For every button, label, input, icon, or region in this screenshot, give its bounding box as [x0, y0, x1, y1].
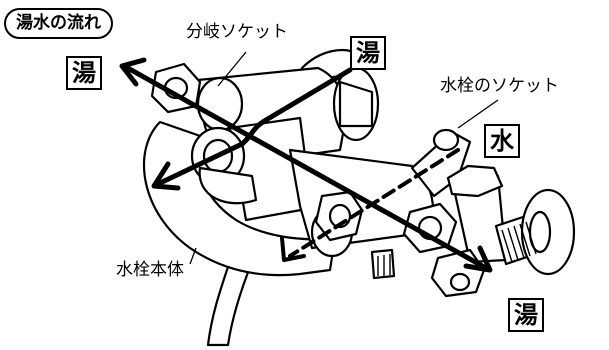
faucet-body-label: 水栓本体 — [116, 260, 184, 280]
hot-flow-arrow-branch — [155, 67, 353, 187]
cold-arrowhead — [280, 236, 306, 262]
pointer-faucet-socket — [457, 99, 499, 129]
bottom-bolt — [449, 272, 471, 292]
pointer-branch-socket — [217, 51, 247, 87]
hot-arrowhead-left — [151, 161, 181, 191]
drain-fitting — [370, 248, 396, 280]
faucet-socket-label: 水栓のソケット — [440, 76, 559, 96]
hot-tag-bottom-right: 湯 — [508, 298, 544, 332]
cold-flow-arrow — [288, 148, 460, 258]
hot-arrowhead-bottom-right — [463, 245, 493, 273]
hose-pipe — [206, 253, 254, 347]
flow-title: 湯水の流れ — [4, 8, 113, 39]
hot-flow-arrow-main — [121, 63, 489, 271]
cold-tag-right: 水 — [484, 124, 520, 158]
hot-tag-top-center: 湯 — [350, 36, 386, 70]
branch-socket-label: 分岐ソケット — [186, 22, 288, 42]
hot-tag-top-left: 湯 — [66, 56, 102, 90]
pointer-faucet-body — [189, 247, 197, 265]
hot-arrowhead-top-left — [119, 57, 147, 87]
